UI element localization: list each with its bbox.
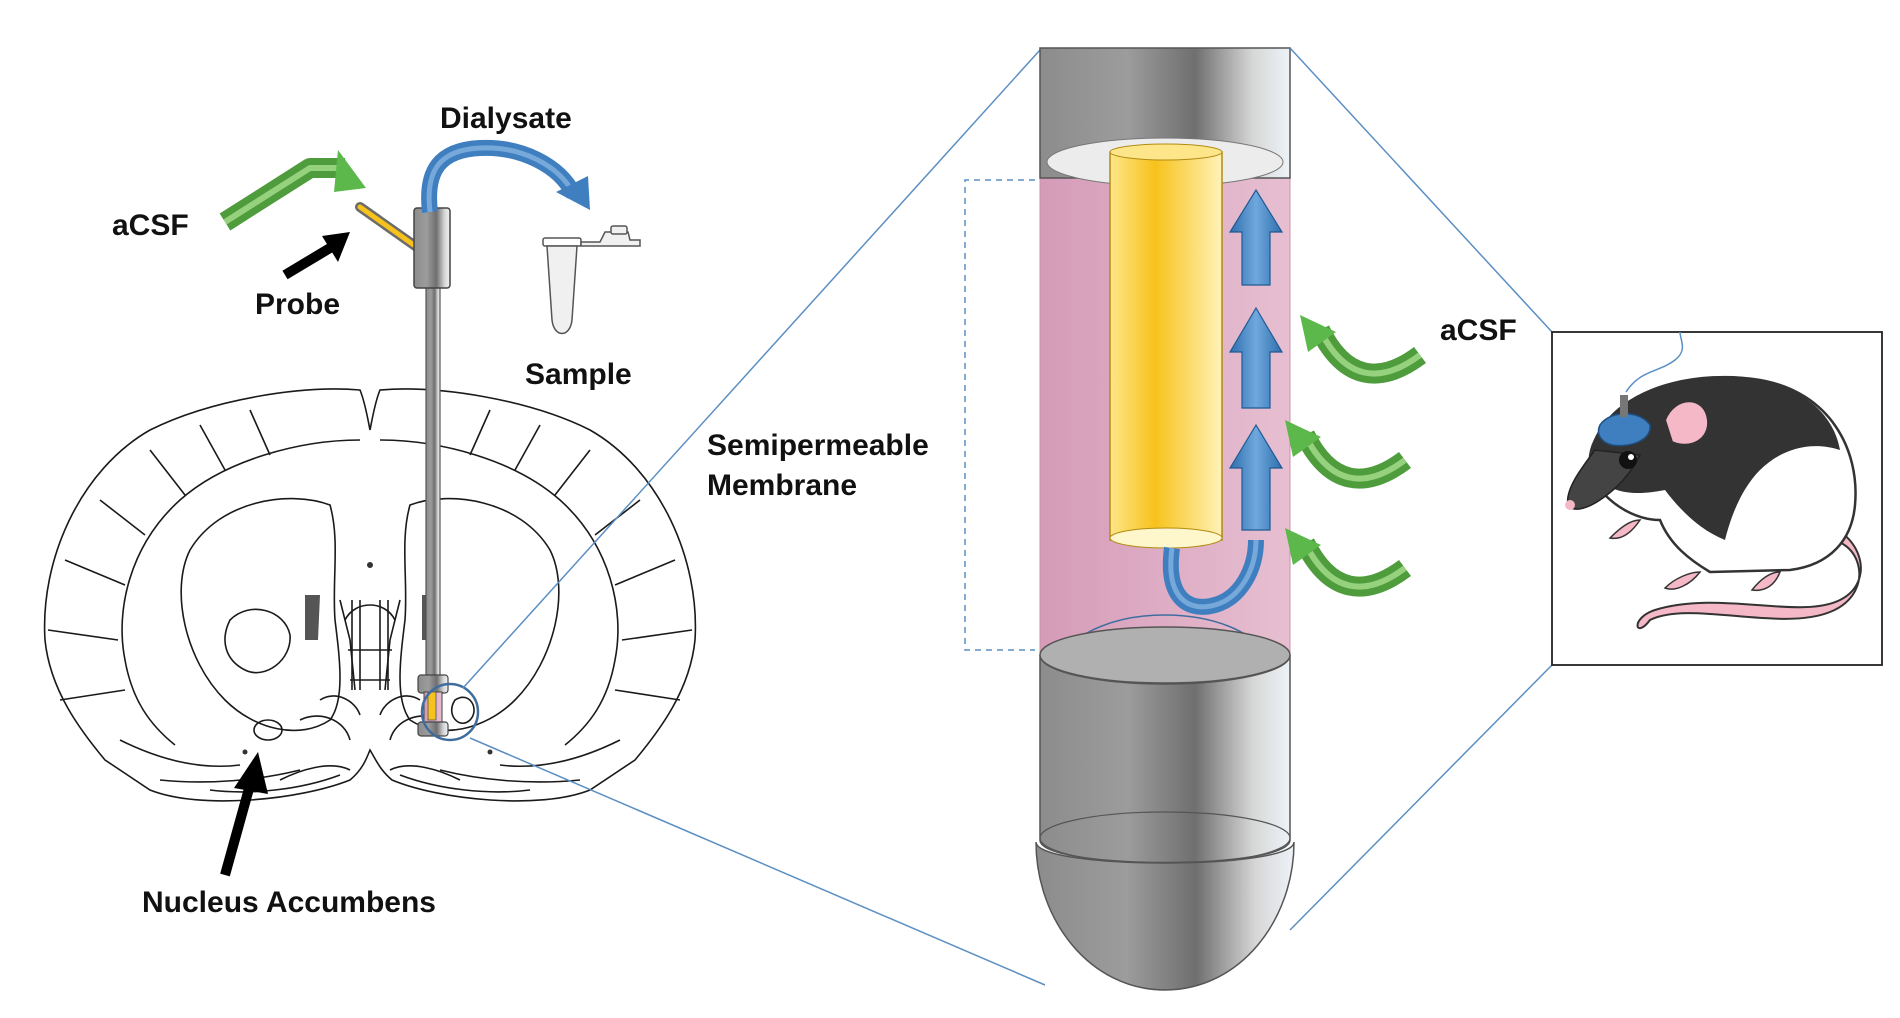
u-turn-arrow-icon [1162, 539, 1264, 615]
nucleus-accumbens-label: Nucleus Accumbens [142, 886, 436, 919]
callout-lines [462, 49, 1046, 986]
semipermeable-membrane-label: Semipermeable Membrane [707, 429, 937, 502]
pointer-arrow-icon [282, 232, 350, 280]
up-arrow-icon [1228, 306, 1284, 409]
sample-label: Sample [525, 358, 632, 391]
callout-lines [1289, 47, 1553, 931]
dialysate-label: Dialysate [440, 102, 572, 135]
rat-icon [1565, 331, 1862, 630]
dialysate-arrow-icon [421, 139, 590, 213]
up-arrow-icon [1228, 188, 1284, 286]
acsf-arrow-icon [1300, 315, 1426, 384]
acsf-arrow-icon [1285, 528, 1411, 597]
acsf-perfusion-label: aCSF [1440, 314, 1517, 347]
acsf-inlet-label: aCSF [112, 209, 189, 242]
probe-assembly [355, 202, 480, 742]
rat-panel [1551, 331, 1883, 666]
semipermeable-label-line1: Semipermeable [707, 429, 929, 462]
semipermeable-label-line2: Membrane [707, 469, 857, 502]
acsf-arrow-icon [219, 150, 366, 231]
brain-section-icon [43, 388, 697, 802]
flow-arrows [1228, 188, 1284, 531]
acsf-arrow-icon [1285, 420, 1411, 489]
up-arrow-icon [1228, 423, 1284, 531]
pointer-arrow-icon [220, 752, 268, 877]
membrane-bracket [964, 179, 1035, 651]
sample-tube-icon [542, 225, 641, 335]
probe-label: Probe [255, 288, 340, 321]
